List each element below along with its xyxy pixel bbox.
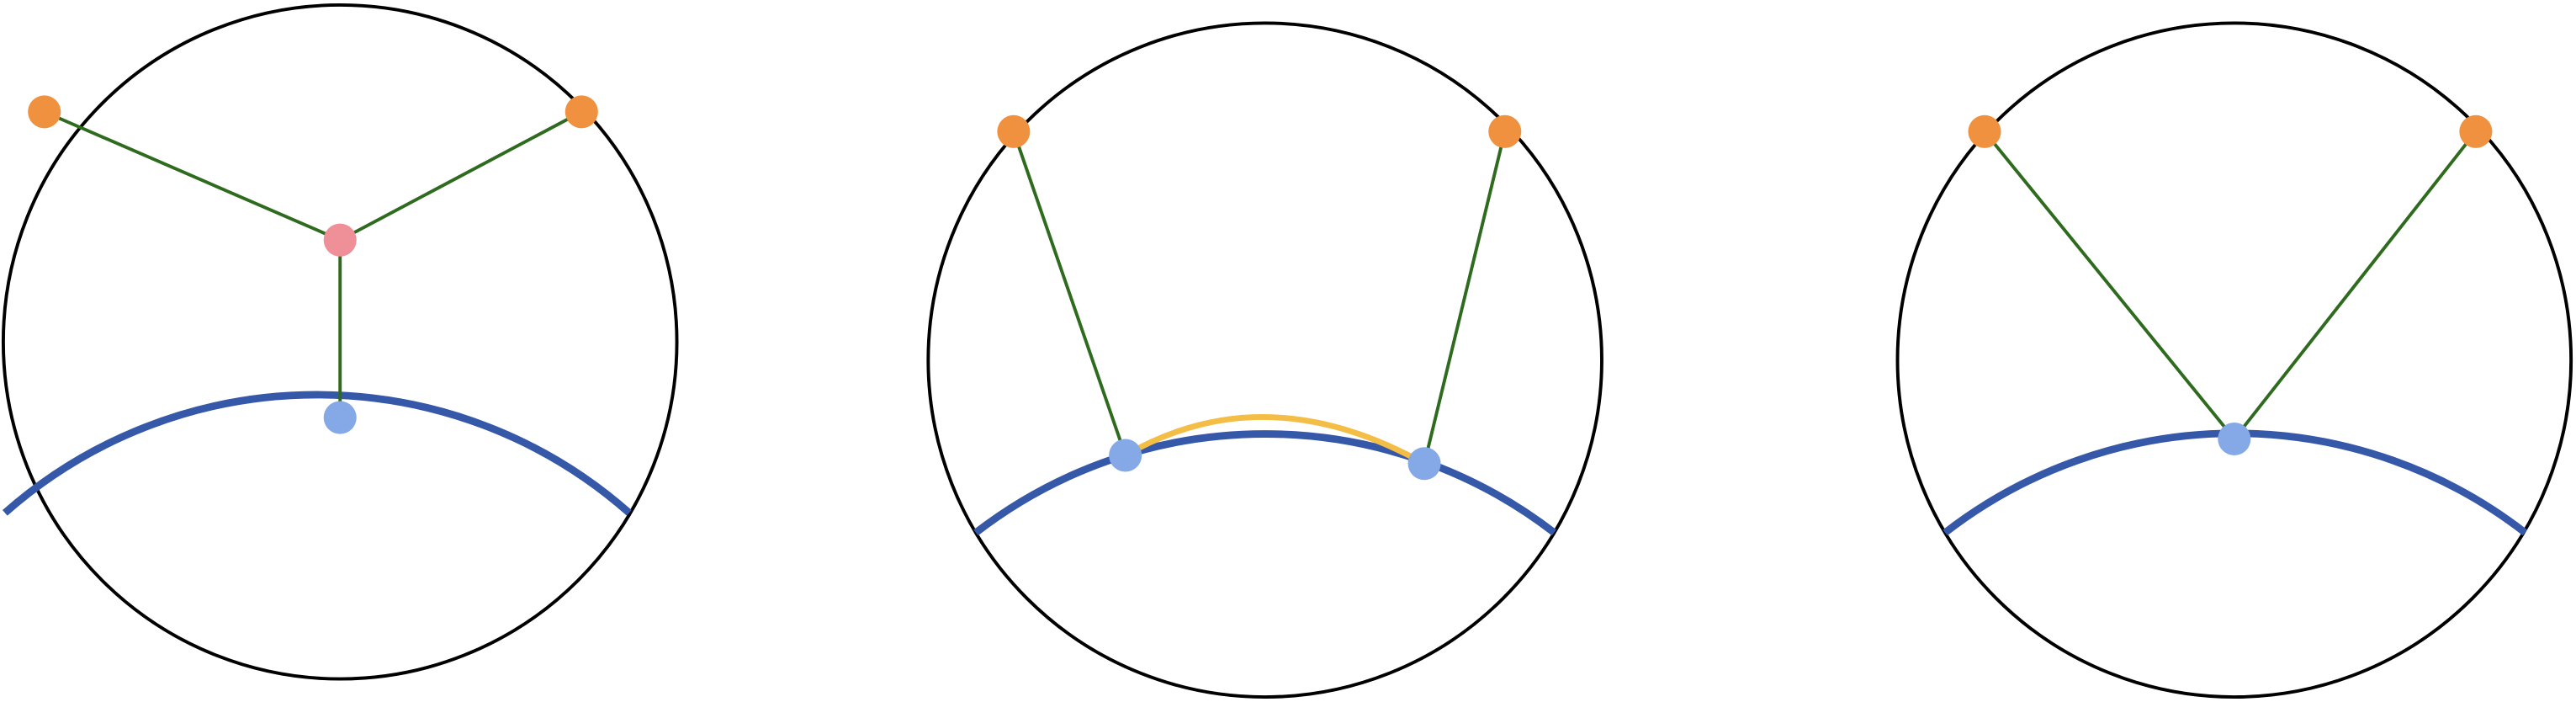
edge bbox=[1423, 130, 1507, 465]
boundary-circle bbox=[926, 21, 1603, 699]
yellow-arc bbox=[1123, 414, 1426, 466]
edge bbox=[43, 110, 342, 242]
panel-1 bbox=[1, 3, 679, 681]
pink-vertex bbox=[323, 223, 357, 257]
edge bbox=[339, 110, 583, 242]
edge bbox=[1983, 130, 2236, 440]
boundary-circle bbox=[1895, 21, 2573, 699]
orange-vertex bbox=[1968, 114, 2001, 148]
edge bbox=[1012, 130, 1127, 456]
blue-vertex bbox=[1407, 447, 1441, 481]
panel-3 bbox=[1895, 21, 2573, 699]
orange-vertex bbox=[564, 95, 598, 129]
orange-vertex bbox=[997, 114, 1031, 148]
blue-vertex bbox=[1109, 439, 1142, 472]
orange-vertex bbox=[28, 95, 61, 129]
boundary-circle bbox=[1, 3, 679, 681]
blue-boundary-arc bbox=[973, 430, 1557, 536]
orange-vertex bbox=[2459, 114, 2493, 148]
blue-boundary-arc bbox=[2, 391, 632, 516]
blue-vertex bbox=[2218, 422, 2251, 456]
panel-2 bbox=[926, 21, 1603, 699]
orange-vertex bbox=[1488, 114, 1522, 148]
edge bbox=[2233, 130, 2478, 440]
blue-vertex bbox=[323, 401, 357, 434]
